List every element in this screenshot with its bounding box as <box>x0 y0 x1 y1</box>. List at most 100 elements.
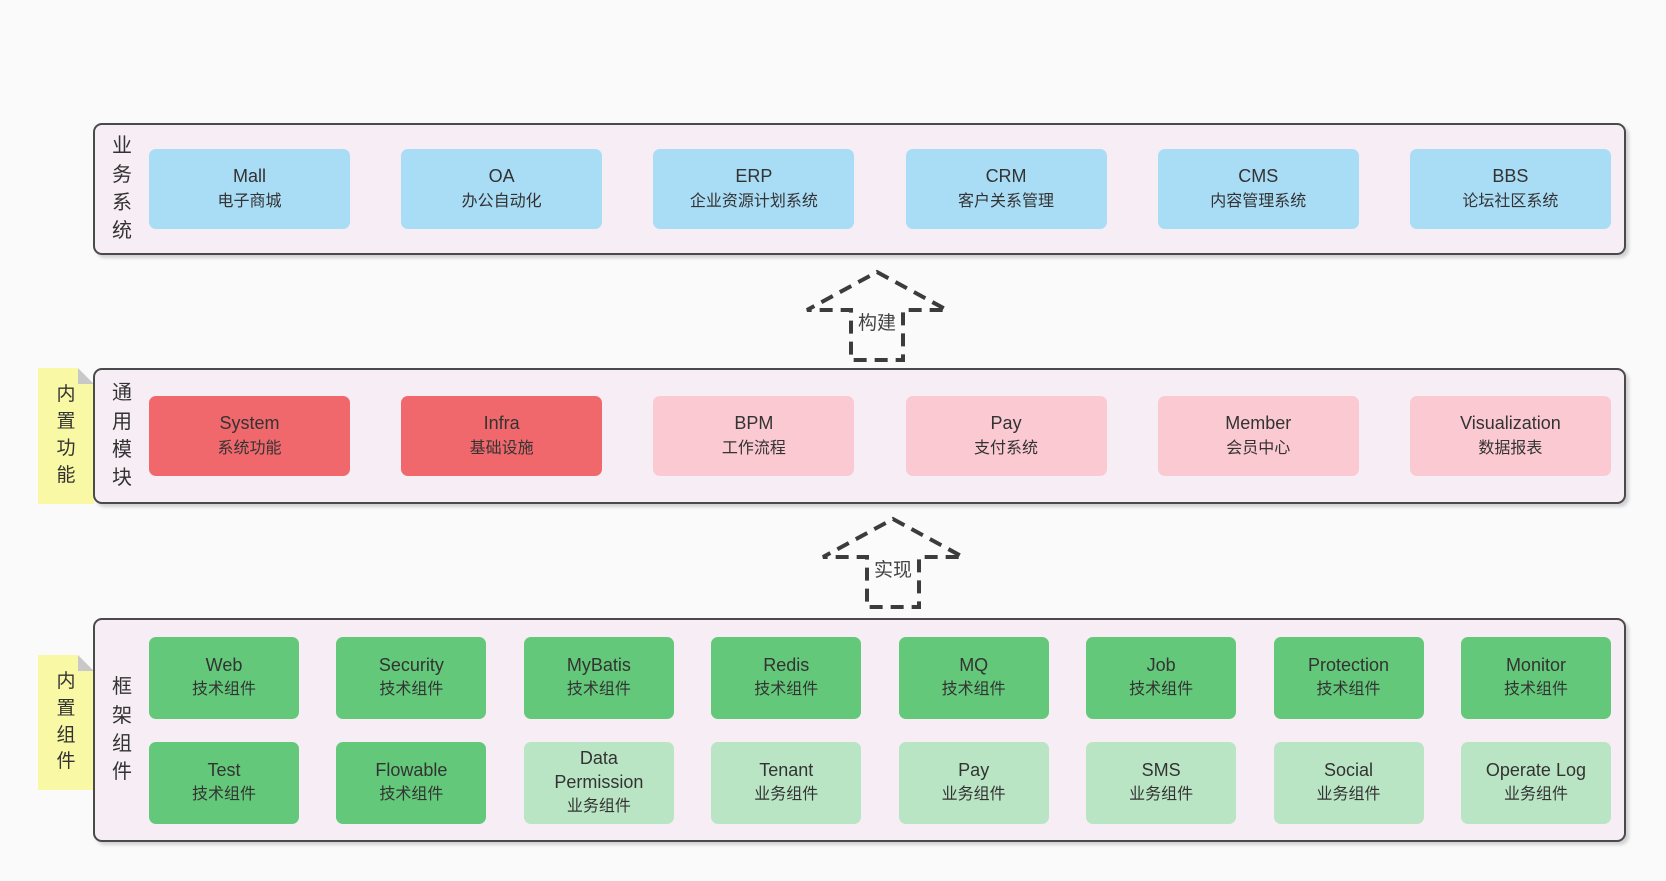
box-redis: Redis 技术组件 <box>711 636 862 719</box>
box-security: Security 技术组件 <box>336 636 487 719</box>
box-data-permission-desc: 业务组件 <box>566 797 631 815</box>
common-modules-label-col: 通用模块 <box>95 370 149 502</box>
box-infra-name: Infra <box>483 413 520 434</box>
box-flowable: Flowable 技术组件 <box>336 741 487 824</box>
box-monitor-name: Monitor <box>1505 654 1566 675</box>
box-web-name: Web <box>205 654 243 675</box>
box-security-desc: 技术组件 <box>379 681 444 699</box>
box-web: Web 技术组件 <box>149 636 299 719</box>
framework-components-boxes: Web 技术组件 Security 技术组件 MyBatis 技术组件 Redi… <box>149 620 1624 840</box>
box-bbs: BBS 论坛社区系统 <box>1409 149 1611 229</box>
box-system-name: System <box>219 413 280 434</box>
box-mybatis: MyBatis 技术组件 <box>523 636 674 719</box>
box-erp-name: ERP <box>735 166 773 187</box>
box-erp-desc: 企业资源计划系统 <box>689 192 818 210</box>
box-system-desc: 系统功能 <box>217 439 282 457</box>
framework-components-row-1: Web 技术组件 Security 技术组件 MyBatis 技术组件 Redi… <box>149 636 1611 719</box>
box-test-desc: 技术组件 <box>191 786 256 804</box>
box-protection-name: Protection <box>1308 654 1390 675</box>
box-job: Job 技术组件 <box>1086 636 1237 719</box>
box-mall-name: Mall <box>232 166 266 187</box>
box-protection: Protection 技术组件 <box>1273 636 1424 719</box>
box-mq: MQ 技术组件 <box>898 636 1049 719</box>
box-mq-name: MQ <box>959 654 989 675</box>
box-pay-module: Pay 支付系统 <box>905 396 1107 476</box>
box-monitor: Monitor 技术组件 <box>1460 636 1611 719</box>
box-bpm: BPM 工作流程 <box>653 396 855 476</box>
box-sms: SMS 业务组件 <box>1086 741 1237 824</box>
box-bpm-desc: 工作流程 <box>721 439 786 457</box>
box-crm-desc: 客户关系管理 <box>958 192 1055 210</box>
box-bpm-name: BPM <box>734 413 774 434</box>
box-sms-desc: 业务组件 <box>1129 786 1194 804</box>
box-bbs-name: BBS <box>1492 166 1529 187</box>
box-pay-module-name: Pay <box>990 413 1022 434</box>
box-flowable-desc: 技术组件 <box>379 786 444 804</box>
box-cms: CMS 内容管理系统 <box>1157 149 1359 229</box>
box-infra-desc: 基础设施 <box>469 439 534 457</box>
common-modules-label: 通用模块 <box>112 382 132 490</box>
note-fold-icon <box>78 655 94 671</box>
box-oa: OA 办公自动化 <box>401 149 603 229</box>
box-cms-name: CMS <box>1238 166 1279 187</box>
box-mybatis-desc: 技术组件 <box>566 681 631 699</box>
box-pay-module-desc: 支付系统 <box>974 439 1039 457</box>
box-data-permission: Data Permission 业务组件 <box>523 741 674 824</box>
build-arrow: 构建 <box>806 269 948 362</box>
box-social: Social 业务组件 <box>1273 741 1424 824</box>
box-visualization: Visualization 数据报表 <box>1409 396 1611 476</box>
box-job-desc: 技术组件 <box>1129 681 1194 699</box>
sticky-note-built-in-components: 内置组件 <box>38 655 94 790</box>
box-monitor-desc: 技术组件 <box>1503 681 1568 699</box>
implement-arrow-label-bg <box>870 558 916 582</box>
box-crm: CRM 客户关系管理 <box>905 149 1107 229</box>
box-flowable-name: Flowable <box>375 759 448 780</box>
box-tenant-desc: 业务组件 <box>754 786 819 804</box>
box-operate-log-name: Operate Log <box>1485 759 1586 780</box>
business-systems-panel: 业务系统 Mall 电子商城 OA 办公自动化 ERP 企业资源计划系统 CRM… <box>93 123 1626 255</box>
common-modules-panel: 通用模块 System 系统功能 Infra 基础设施 BPM 工作流程 Pay… <box>93 368 1626 504</box>
box-test-name: Test <box>207 759 241 780</box>
box-operate-log-desc: 业务组件 <box>1503 786 1568 804</box>
box-operate-log: Operate Log 业务组件 <box>1460 741 1611 824</box>
box-erp: ERP 企业资源计划系统 <box>653 149 855 229</box>
sticky-note-built-in-features-text: 内置功能 <box>56 384 76 486</box>
framework-components-label: 框架组件 <box>112 676 132 784</box>
box-pay-component: Pay 业务组件 <box>898 741 1049 824</box>
business-systems-label: 业务系统 <box>112 135 132 243</box>
box-member-desc: 会员中心 <box>1226 439 1291 457</box>
box-bbs-desc: 论坛社区系统 <box>1462 192 1559 210</box>
business-systems-boxes: Mall 电子商城 OA 办公自动化 ERP 企业资源计划系统 CRM 客户关系… <box>149 125 1624 253</box>
box-oa-desc: 办公自动化 <box>461 192 542 210</box>
box-web-desc: 技术组件 <box>191 681 256 699</box>
box-tenant: Tenant 业务组件 <box>711 741 862 824</box>
box-member-name: Member <box>1225 413 1292 434</box>
box-tenant-name: Tenant <box>759 759 814 780</box>
sticky-note-built-in-features: 内置功能 <box>38 368 94 504</box>
box-pay-component-desc: 业务组件 <box>941 786 1006 804</box>
box-infra: Infra 基础设施 <box>401 396 603 476</box>
framework-components-panel: 框架组件 Web 技术组件 Security 技术组件 MyBatis 技术组件… <box>93 618 1626 842</box>
box-sms-name: SMS <box>1141 759 1181 780</box>
box-oa-name: OA <box>488 166 515 187</box>
box-pay-component-name: Pay <box>958 759 990 780</box>
common-modules-boxes: System 系统功能 Infra 基础设施 BPM 工作流程 Pay 支付系统… <box>149 370 1624 502</box>
box-visualization-desc: 数据报表 <box>1478 439 1543 457</box>
build-arrow-label-bg <box>854 311 900 335</box>
box-cms-desc: 内容管理系统 <box>1210 192 1307 210</box>
box-redis-desc: 技术组件 <box>754 681 819 699</box>
box-mall-desc: 电子商城 <box>217 192 282 210</box>
framework-components-row-2: Test 技术组件 Flowable 技术组件 Data Permission … <box>149 741 1611 824</box>
box-job-name: Job <box>1146 654 1176 675</box>
note-fold-icon <box>78 368 94 384</box>
box-mq-desc: 技术组件 <box>941 681 1006 699</box>
box-test: Test 技术组件 <box>149 741 299 824</box>
implement-arrow: 实现 <box>822 516 964 609</box>
box-security-name: Security <box>378 654 444 675</box>
box-crm-name: CRM <box>985 166 1027 187</box>
box-system: System 系统功能 <box>149 396 350 476</box>
business-systems-label-col: 业务系统 <box>95 125 149 253</box>
box-data-permission-name: Data Permission <box>554 748 644 792</box>
build-arrow-label: 构建 <box>858 312 896 334</box>
